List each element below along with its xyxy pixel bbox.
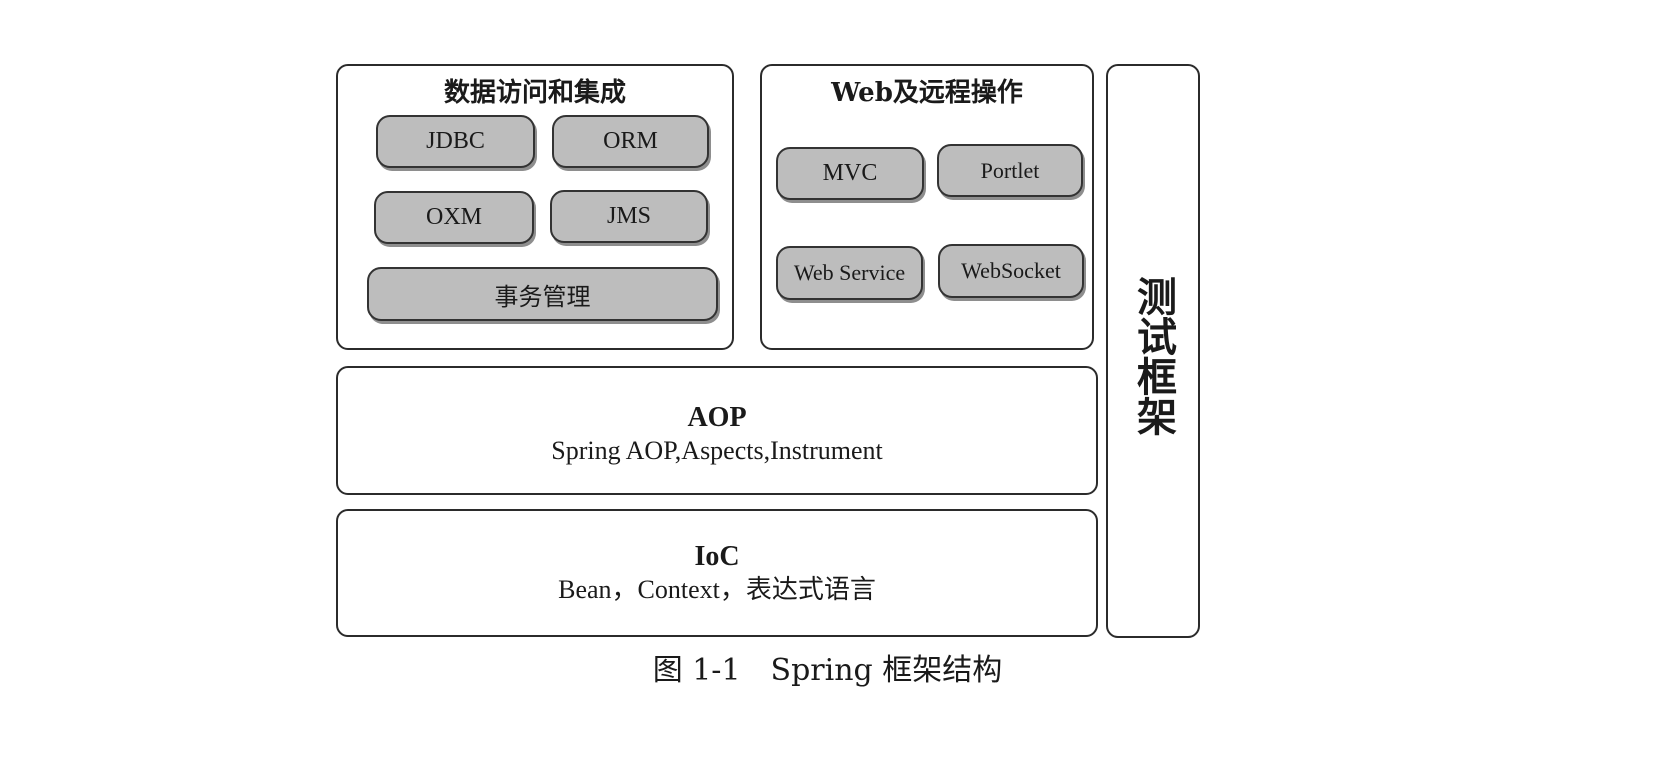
ioc-title: IoC <box>694 541 740 572</box>
ioc-subtitle: Bean，Context，表达式语言 <box>558 575 876 604</box>
module-jms: JMS <box>550 190 708 243</box>
figure-caption: 图 1-1 Spring 框架结构 <box>652 653 1003 688</box>
module-oxm: OXM <box>374 191 534 244</box>
test-framework-label: 测试框架 <box>1130 276 1176 436</box>
module-web-service: Web Service <box>776 246 923 300</box>
module-portlet: Portlet <box>937 144 1083 197</box>
web-panel: Web及远程操作 <box>760 64 1094 350</box>
module-mvc: MVC <box>776 147 924 200</box>
aop-title: AOP <box>687 402 747 433</box>
test-framework-column: 测试框架 <box>1106 64 1200 638</box>
web-title: Web及远程操作 <box>831 78 1023 108</box>
data-access-title: 数据访问和集成 <box>443 78 626 108</box>
module-websocket: WebSocket <box>938 244 1084 298</box>
aop-layer: AOP Spring AOP,Aspects,Instrument <box>336 366 1098 495</box>
aop-subtitle: Spring AOP,Aspects,Instrument <box>551 436 883 465</box>
module-orm: ORM <box>552 115 709 168</box>
module-jdbc: JDBC <box>376 115 535 168</box>
module-transaction: 事务管理 <box>367 267 718 321</box>
ioc-layer: IoC Bean，Context，表达式语言 <box>336 509 1098 637</box>
